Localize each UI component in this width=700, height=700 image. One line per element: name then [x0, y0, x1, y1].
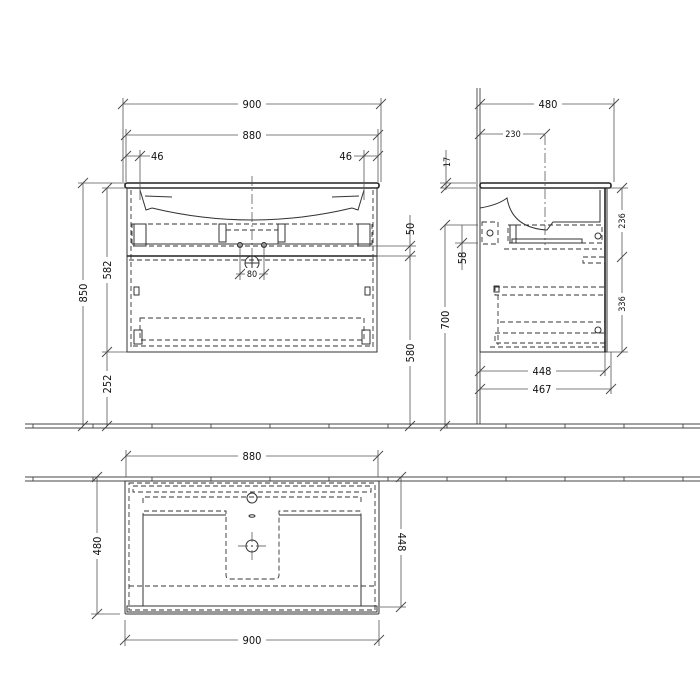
dim-top-cabinet-depth: 448: [395, 533, 408, 552]
dim-overall-width: 900: [243, 98, 262, 111]
side-dimensions: 480 230 17 236 336 58 700: [439, 97, 628, 432]
dim-lower-drawer: 336: [618, 296, 628, 311]
dim-overall-height: 850: [77, 284, 90, 303]
dim-top-overall-depth: 480: [91, 537, 104, 556]
dim-upper-drawer: 236: [618, 213, 628, 228]
floor-line-front: [25, 423, 700, 429]
front-view: [124, 176, 380, 353]
dim-mount-height: 700: [439, 311, 452, 330]
dim-cabinet-depth-total: 467: [533, 383, 552, 396]
dim-right-inset: 46: [339, 150, 352, 163]
top-dimensions: 880 900 480 448: [91, 449, 408, 647]
side-view: [479, 135, 612, 353]
dim-drain-offset: 50: [404, 223, 417, 236]
dim-cabinet-depth: 448: [533, 365, 552, 378]
dim-basin-width: 880: [243, 129, 262, 142]
top-view: [124, 480, 380, 615]
dim-floor-clearance: 252: [101, 375, 114, 394]
dim-top-basin-width: 880: [243, 450, 262, 463]
dim-top-thickness: 17: [443, 157, 453, 167]
dim-bracket-height: 58: [456, 252, 469, 265]
dim-top-overall-width: 900: [243, 634, 262, 647]
dim-drain-height: 580: [404, 344, 417, 363]
wall-line-top-view: [25, 476, 700, 482]
dim-left-inset: 46: [151, 150, 164, 163]
dim-overall-depth: 480: [539, 98, 558, 111]
front-dimensions: 900 880 46 46 850 582 252: [77, 97, 417, 432]
dim-drain-diameter: 80: [247, 270, 257, 280]
dim-basin-center: 230: [505, 130, 520, 140]
dim-unit-height: 582: [101, 261, 114, 280]
